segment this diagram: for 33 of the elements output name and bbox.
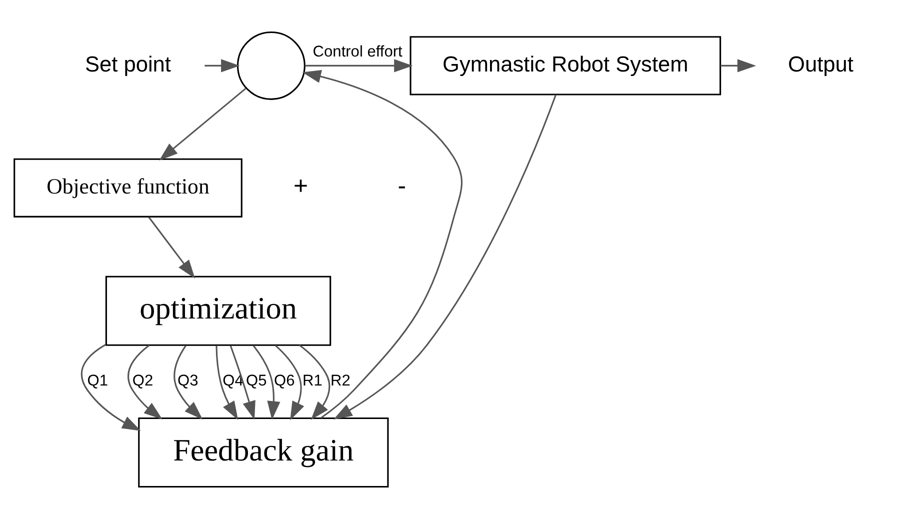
edge-label: Q2: [132, 372, 154, 390]
label: +: [294, 171, 308, 200]
arrow: [252, 344, 280, 420]
node-circle: [236, 30, 306, 100]
arrow: [128, 344, 162, 420]
arrow: [334, 94, 556, 419]
arrow: [216, 345, 238, 420]
arrow: [148, 216, 196, 278]
node-box: Feedback gain: [138, 417, 389, 488]
arrow: [298, 344, 330, 420]
arrow: [230, 344, 256, 420]
edge-label: R2: [330, 372, 350, 390]
node-text: Output: [788, 50, 854, 76]
arrow: [302, 70, 462, 418]
node-box: Objective function: [14, 158, 242, 217]
arrow: [274, 344, 304, 420]
arrow: [159, 87, 246, 160]
edge-label: Control effort: [312, 42, 402, 60]
edge-label: Q5: [246, 372, 267, 390]
arrow: [304, 58, 413, 72]
arrow: [174, 344, 203, 420]
node-text: Set point: [85, 50, 171, 76]
edge-label: Q6: [274, 372, 295, 390]
node-box: Gymnastic Robot System: [410, 36, 722, 95]
label: -: [398, 171, 406, 200]
node-box: optimization: [105, 275, 332, 346]
arrow: [720, 58, 756, 72]
arrow: [204, 58, 240, 72]
arrow: [80, 343, 141, 430]
edge-label: Q4: [222, 372, 244, 390]
edge-label: R1: [302, 372, 322, 390]
edge-label: Q1: [87, 372, 108, 390]
edge-label: Q3: [178, 372, 198, 390]
